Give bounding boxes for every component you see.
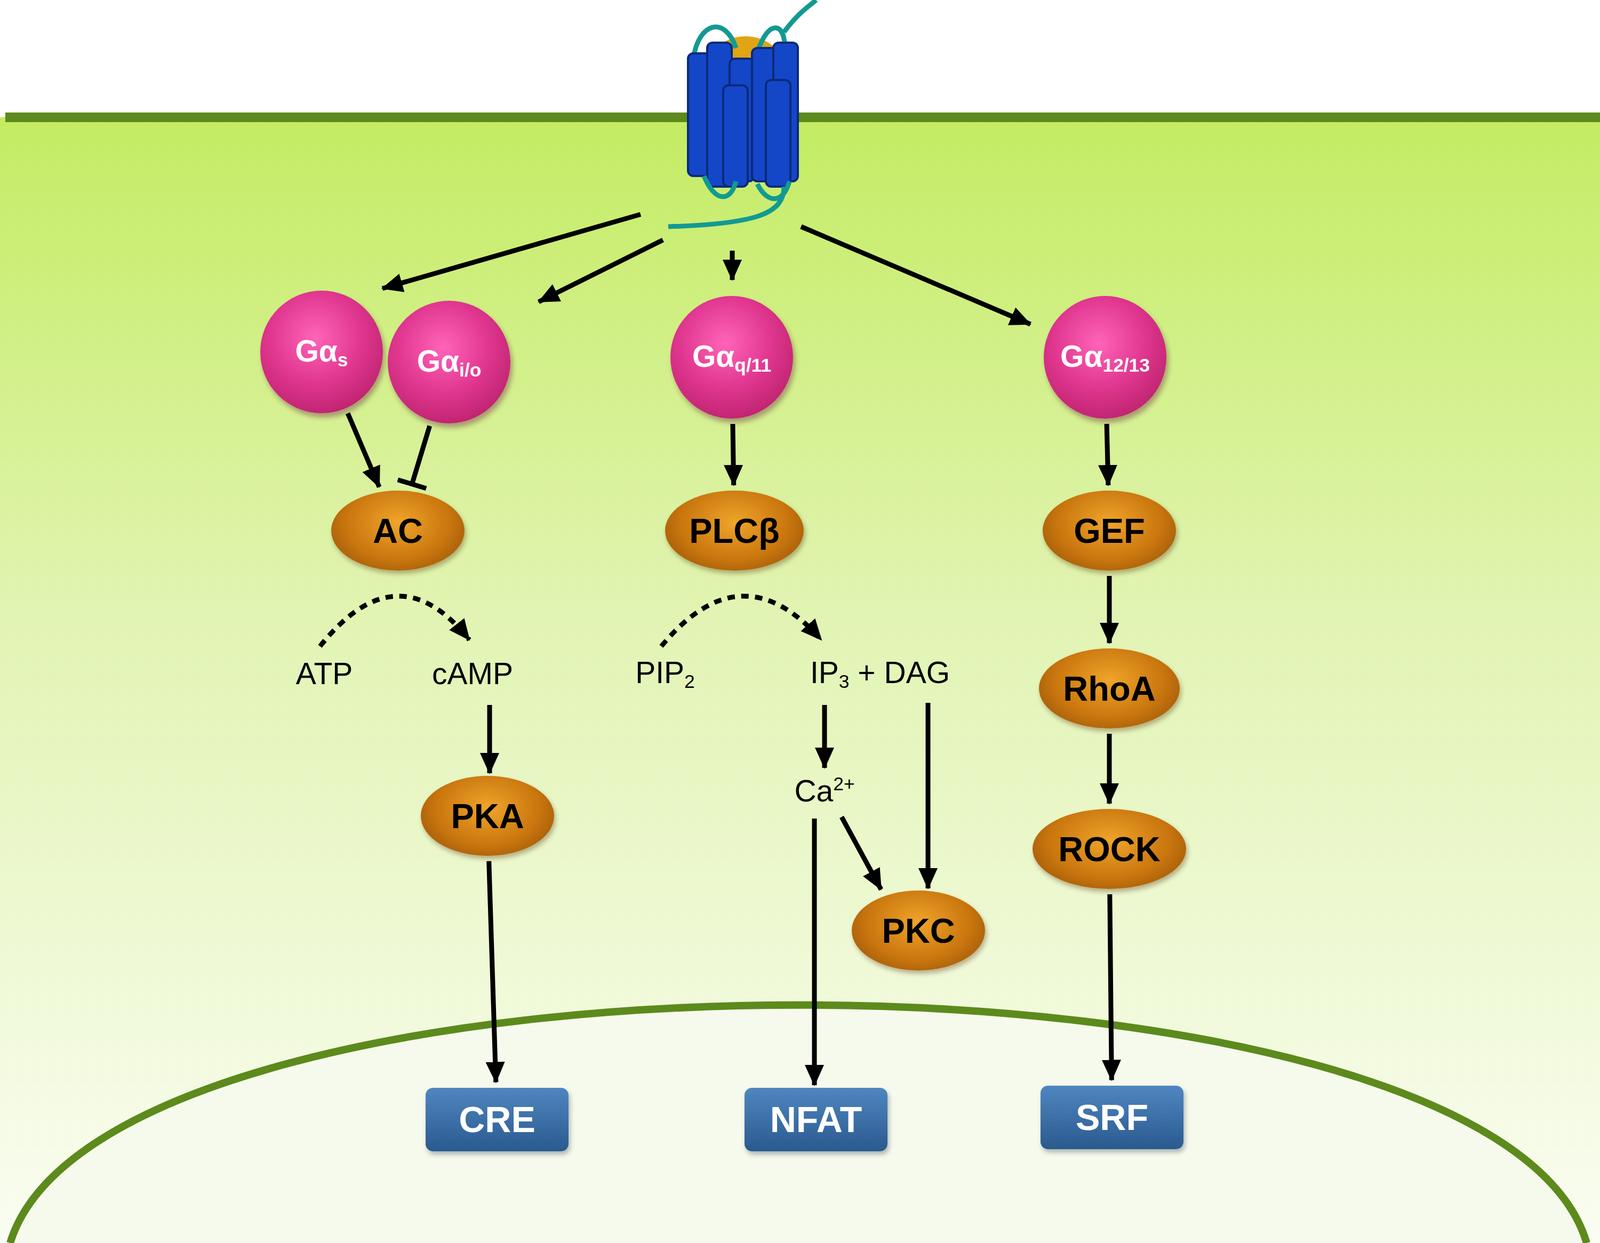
g-protein-circle: Gα12/13	[1043, 296, 1167, 419]
node-label: SRF	[1075, 1096, 1149, 1139]
node-label: PKA	[450, 796, 524, 837]
effector-ellipse: PKA	[420, 776, 555, 856]
transcription-box: CRE	[425, 1088, 569, 1152]
g-protein-circle: Gαq/11	[670, 296, 794, 419]
node-label: PLCβ	[689, 510, 780, 551]
node-label: CRE	[458, 1098, 536, 1141]
plasma-membrane	[5, 112, 1600, 123]
signal-arrow	[489, 702, 928, 1086]
activation-connector	[732, 424, 734, 486]
molecule-label: PIP2	[635, 654, 695, 693]
effector-ellipse: RhoA	[1038, 648, 1180, 729]
node-label: Gαi/o	[417, 343, 482, 381]
node-label: NFAT	[770, 1098, 863, 1141]
effector-ellipse: GEF	[1042, 490, 1176, 571]
molecule-label: Ca2+	[794, 773, 855, 809]
molecule-label: IP3 + DAG	[810, 654, 950, 693]
node-label: Gαs	[294, 333, 348, 371]
effector-ellipse: AC	[331, 490, 465, 571]
activation-connector	[1106, 733, 1112, 804]
transcription-box: NFAT	[744, 1088, 888, 1152]
activation-connector	[1106, 576, 1112, 644]
activation-connector	[489, 861, 496, 1083]
node-label: RhoA	[1062, 668, 1156, 709]
activation-connector	[347, 413, 380, 487]
node-label: Gαq/11	[692, 338, 772, 376]
effector-ellipse: PLCβ	[665, 490, 804, 571]
gpcr-receptor	[668, 0, 816, 227]
node-label: GEF	[1073, 510, 1146, 551]
cytoplasm	[0, 117, 1600, 1243]
nuclear-envelope	[10, 1005, 1587, 1243]
node-label: Gα12/13	[1060, 338, 1150, 376]
node-label: ROCK	[1058, 829, 1160, 870]
node-label: PKC	[881, 910, 955, 951]
g-protein-circle: Gαi/o	[387, 300, 511, 424]
effector-ellipse: ROCK	[1032, 809, 1187, 890]
activation-connector	[1106, 424, 1109, 486]
molecule-label: ATP	[296, 656, 354, 692]
molecule-label: cAMP	[432, 656, 514, 692]
conversion-arrow	[320, 596, 822, 647]
node-label: AC	[372, 510, 423, 551]
g-protein-circle: Gαs	[260, 290, 383, 414]
activation-connector	[1109, 894, 1112, 1081]
effector-ellipse: PKC	[851, 890, 986, 971]
inhibition-connector	[411, 426, 430, 487]
nucleus	[10, 1005, 1587, 1243]
transcription-box: SRF	[1040, 1085, 1184, 1150]
